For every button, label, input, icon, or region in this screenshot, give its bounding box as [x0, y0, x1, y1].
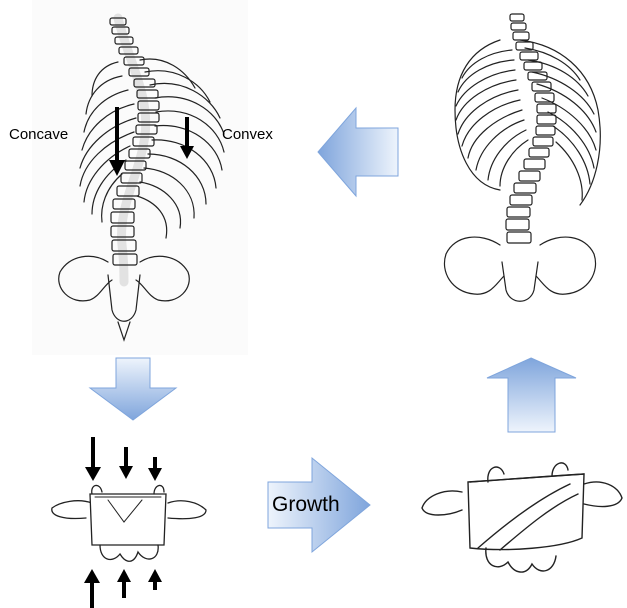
block-arrow-up	[487, 358, 576, 432]
block-arrow-down	[90, 358, 176, 420]
rotated-vertebrae	[506, 14, 556, 243]
growth-label: Growth	[272, 493, 340, 517]
wedged-vertebra-illustration	[422, 463, 622, 572]
rotated-left-ribs	[456, 50, 528, 186]
convex-label: Convex	[222, 126, 273, 143]
rotated-right-ribs	[525, 48, 596, 200]
curved-spine-illustration	[32, 0, 248, 355]
compressed-vertebra-illustration	[52, 485, 206, 561]
rotated-pelvis	[444, 237, 595, 301]
block-arrow-left	[318, 108, 398, 196]
rotated-spine-illustration	[444, 14, 600, 301]
concave-label: Concave	[9, 126, 68, 143]
